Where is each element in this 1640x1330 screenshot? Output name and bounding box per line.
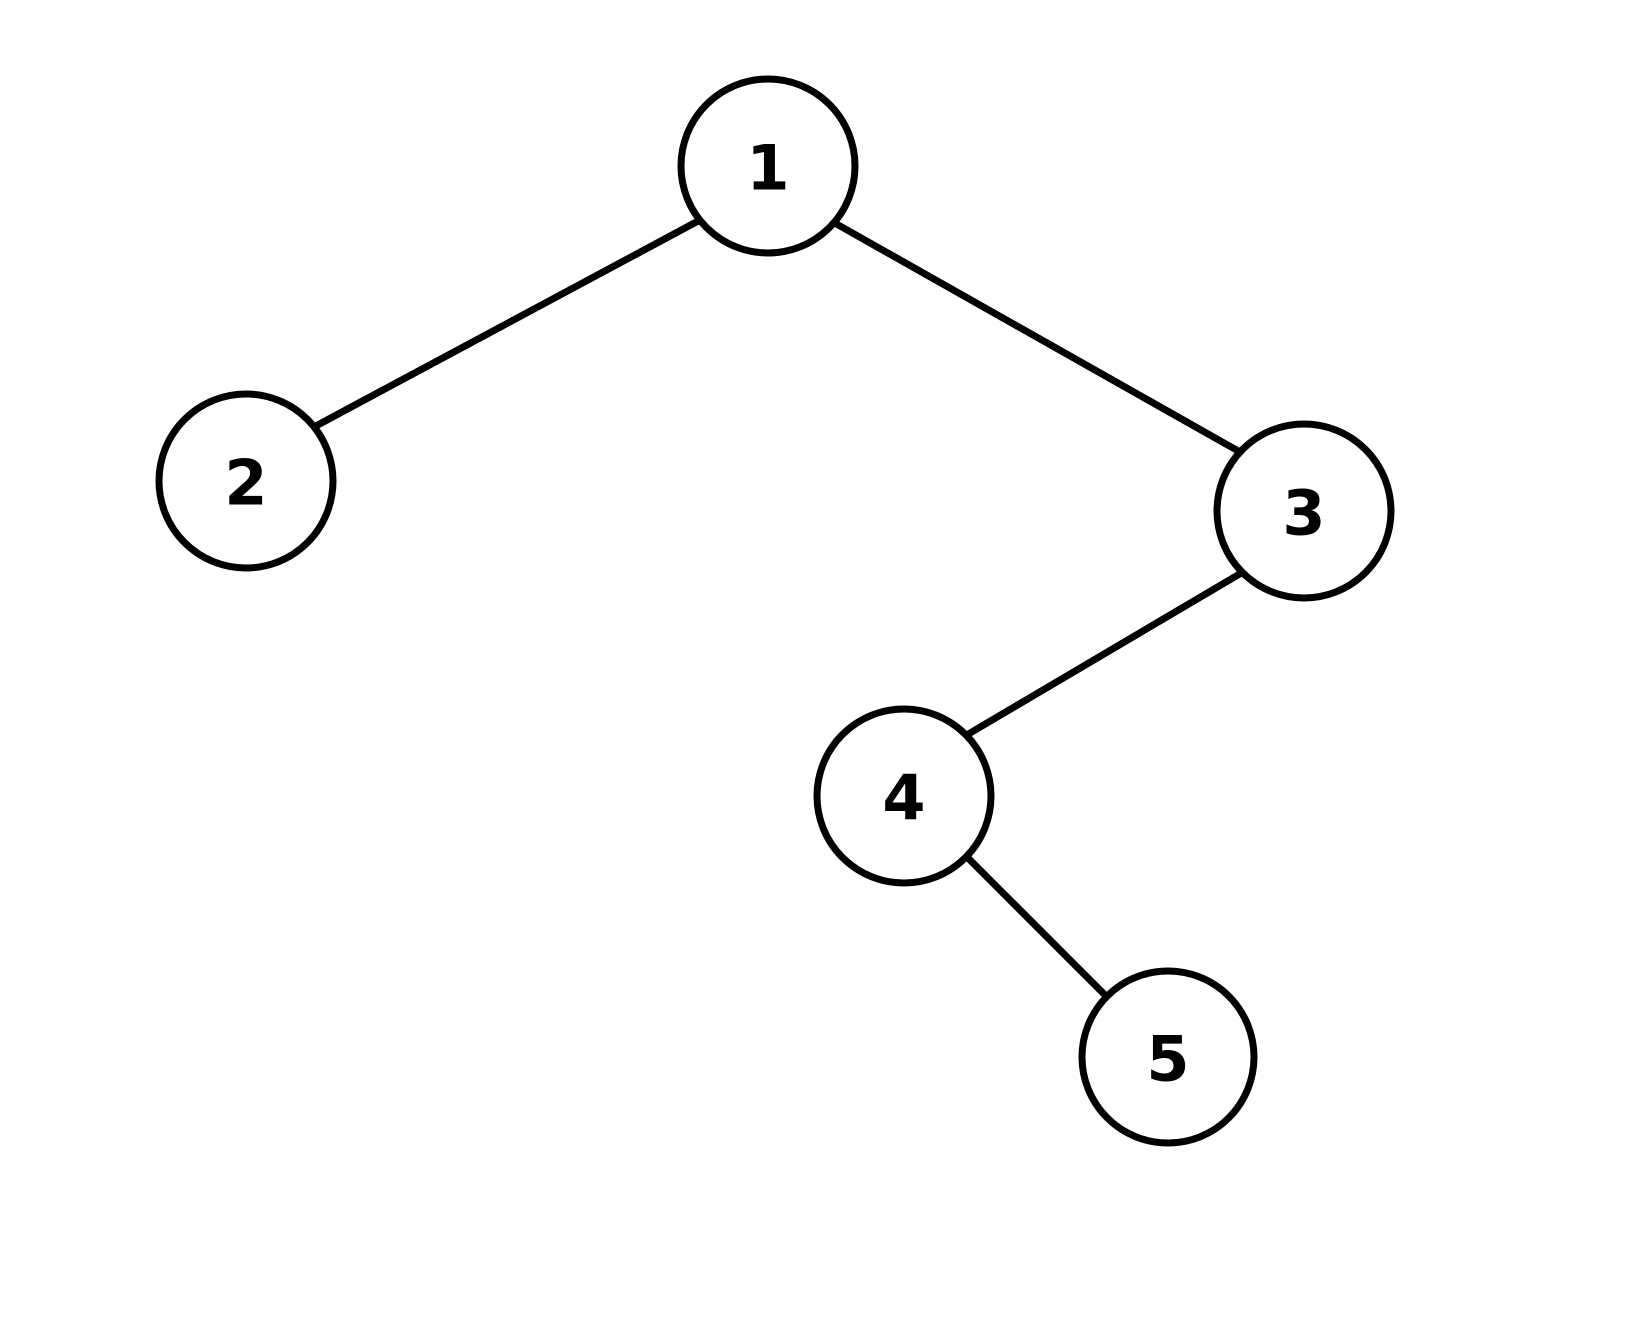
tree-node-1[interactable]: 1	[677, 75, 859, 257]
tree-node-label-5: 5	[1146, 1023, 1189, 1096]
tree-node-label-1: 1	[746, 132, 789, 205]
edges-layer	[312, 216, 1245, 1004]
tree-node-circle-2[interactable]	[155, 390, 337, 572]
tree-node-4[interactable]: 4	[813, 705, 995, 887]
tree-node-circle-5[interactable]	[1078, 967, 1258, 1147]
tree-edge-n3-n4	[963, 568, 1245, 740]
tree-edge-n1-n3	[831, 218, 1242, 456]
tree-node-circle-1[interactable]	[677, 75, 859, 257]
nodes-layer: 1 2 3 4 5	[155, 75, 1395, 1147]
tree-node-5[interactable]: 5	[1078, 967, 1258, 1147]
tree-node-label-2: 2	[224, 447, 267, 520]
tree-node-2[interactable]: 2	[155, 390, 337, 572]
tree-edge-n1-n2	[312, 216, 702, 431]
tree-node-label-4: 4	[882, 762, 925, 835]
tree-node-circle-3[interactable]	[1213, 420, 1395, 602]
tree-edge-n4-n5	[958, 848, 1114, 1004]
tree-node-3[interactable]: 3	[1213, 420, 1395, 602]
tree-node-circle-4[interactable]	[813, 705, 995, 887]
tree-node-label-3: 3	[1282, 477, 1325, 550]
